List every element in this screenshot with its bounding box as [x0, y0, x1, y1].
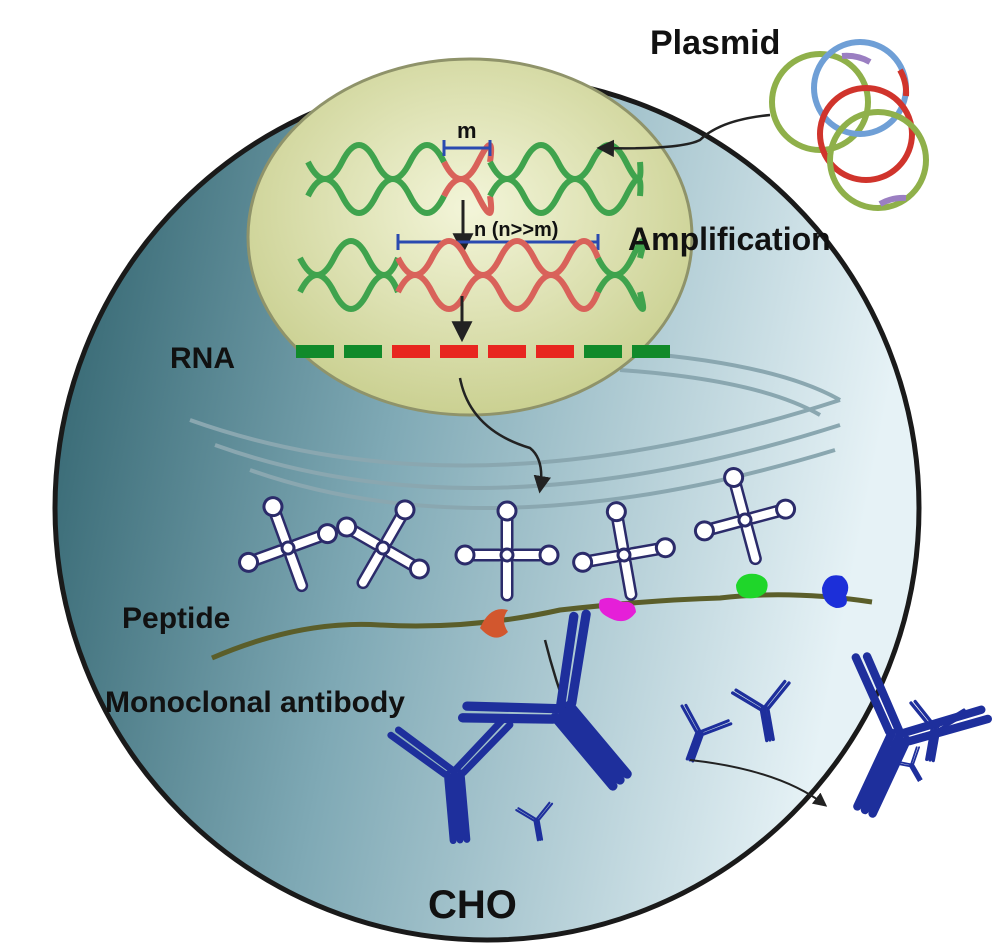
label-monoclonal-antibody: Monoclonal antibody [105, 686, 405, 719]
label-rna: RNA [170, 342, 235, 375]
amino-acid [822, 575, 849, 608]
label-cho: CHO [428, 883, 517, 927]
dna-helix-icon [305, 142, 644, 216]
amplified-dna-helix-icon [297, 238, 647, 312]
translate-arrow [458, 377, 551, 494]
amino-acid [480, 609, 508, 638]
plasmid-icon [769, 39, 929, 211]
repeat-bracket-m [442, 140, 492, 156]
plasmid-arrow [596, 113, 771, 158]
label-n: n (n>>m) [474, 219, 558, 241]
label-m: m [457, 118, 477, 143]
amino-acid [598, 597, 636, 622]
label-amplification: Amplification [628, 221, 831, 257]
repeat-bracket-n [396, 234, 600, 250]
nucleus [246, 57, 694, 417]
label-plasmid: Plasmid [650, 24, 780, 62]
rna-strand [296, 345, 670, 358]
secretion-arrow [689, 759, 828, 807]
label-peptide: Peptide [122, 602, 230, 635]
amino-acid [736, 573, 768, 599]
